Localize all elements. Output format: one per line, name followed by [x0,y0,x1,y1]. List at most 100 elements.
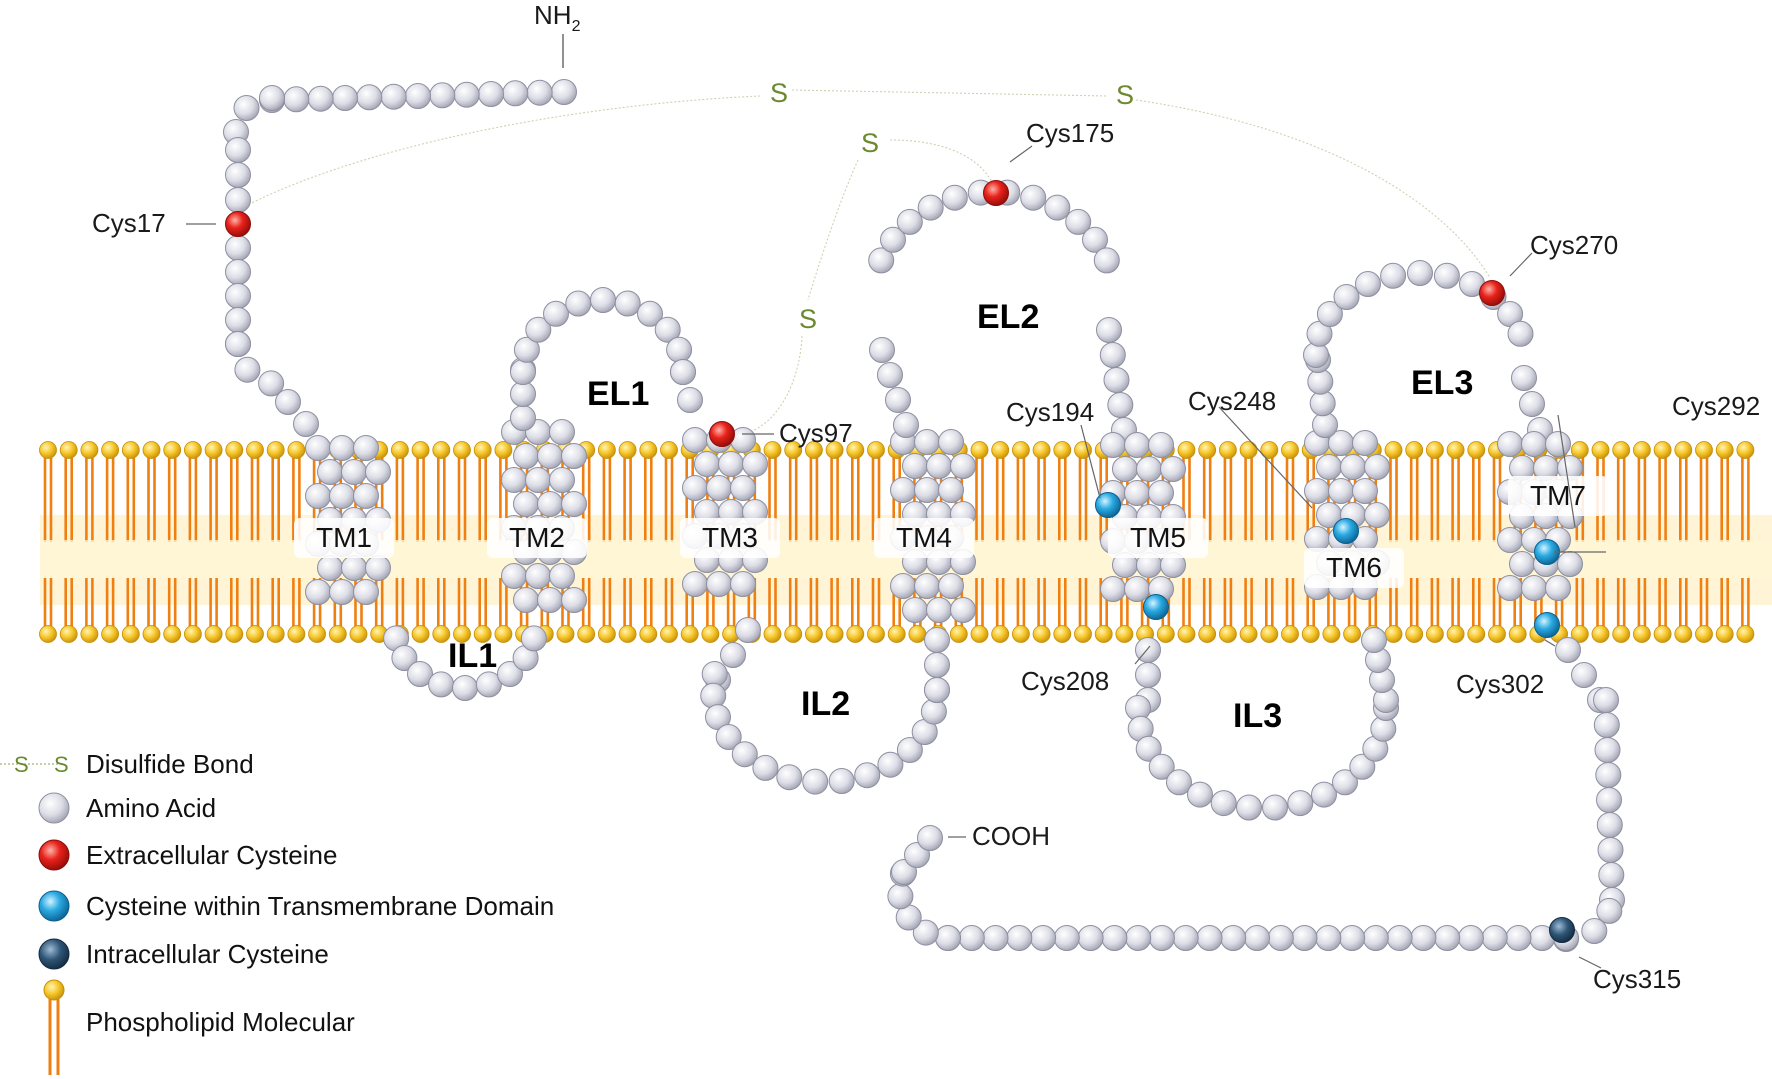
amino-acid [1148,480,1174,506]
amino-acid [353,435,379,461]
tm-label-tm6: TM6 [1304,548,1404,588]
amino-acid [920,698,947,725]
amino-acid [380,83,407,110]
amino-acid [233,95,260,121]
lipid-head [763,625,782,643]
lipid-head [1736,441,1755,459]
lipid-head [1384,625,1403,643]
amino-acid [513,587,539,613]
phospholipid [432,441,451,643]
phospholipid-icon [43,979,65,1001]
amino-acid [1135,735,1162,762]
amino-acid [1112,456,1138,482]
amino-acid [701,661,728,687]
amino-acid [1124,576,1150,602]
lipid-head [1488,625,1506,643]
lipid-head [1384,441,1403,459]
lipid-head [1508,625,1527,643]
tm-label-tm7: TM7 [1508,476,1608,516]
amino-acid [1065,208,1092,235]
amino-acid [537,443,563,469]
cys97-label: Cys97 [779,418,853,448]
phospholipid [183,441,202,643]
amino-acid [341,555,367,581]
amino-acid [706,475,732,501]
legend-label: Cysteine within Transmembrane Domain [86,891,554,921]
phospholipid [494,441,513,643]
phospholipid [80,441,99,643]
lipid-head [1405,441,1424,459]
amino-acid [234,356,261,383]
amino-acid [1304,526,1330,552]
loop-label-il3: IL3 [1233,697,1282,735]
lipid-head [1239,625,1258,643]
amino-acid [1077,925,1104,951]
amino-acid [1196,925,1223,951]
lipid-head [121,441,140,459]
lipid-head [1322,625,1341,643]
lipid-head [225,441,244,459]
amino-acid [614,290,641,317]
amino-acid [1124,432,1150,458]
amino-acid [317,555,343,581]
amino-acid [1557,551,1583,577]
phospholipid [970,441,989,643]
amino-acid [429,82,456,109]
disulfide-s-label: S [1116,80,1134,110]
amino-acid [1099,342,1126,368]
lipid-head [1570,441,1589,459]
amino-acid [1511,365,1537,391]
amino-acid [682,475,708,501]
tm-label-tm2: TM2 [487,518,587,558]
amino-acid [225,259,251,285]
lipid-head [163,441,182,459]
amino-acid [1332,769,1358,796]
amino-acid [1519,391,1545,417]
amino-acid [475,671,502,698]
amino-acid [478,81,504,107]
amino-acid [1352,430,1378,456]
cys315-label: Cys315 [1593,964,1681,994]
phospholipid [1467,441,1486,643]
lipid-head [1343,625,1361,643]
amino-acid [941,184,968,211]
lipid-head [1032,441,1051,459]
amino-acid [1364,454,1390,480]
lipid-head [142,625,161,643]
amino-acid [341,459,367,485]
lipid-head [887,625,906,643]
tm-label-text: TM7 [1530,480,1586,511]
phospholipid [473,441,492,643]
legend-label: Intracellular Cysteine [86,939,329,969]
lipid-head [1633,625,1651,643]
phospholipid [1053,441,1072,643]
amino-acid [526,79,553,106]
amino-acid [828,768,855,794]
amino-acid [877,751,904,778]
amino-acid [902,453,928,479]
legend-label: Disulfide Bond [86,749,254,779]
amino-acid [283,86,310,113]
lipid-head [1715,625,1734,643]
cys17-label: Cys17 [92,208,166,238]
lipid-head [163,625,182,643]
lipid-head [970,441,989,459]
amino-acid [1101,925,1128,951]
lipid-head [846,441,865,459]
phospholipid [246,441,264,643]
amino-acid [1125,925,1152,951]
legend: S S Disulfide Bond Amino Acid Extracellu… [0,749,554,1075]
lipid-head [39,441,57,459]
cys175-label: Cys175 [1026,118,1114,148]
amino-acid [1509,551,1535,577]
amino-acid [902,597,928,623]
amino-acid [275,389,301,415]
amino-acid [1380,262,1407,289]
lipid-head [204,625,223,643]
phospholipid [1384,441,1403,643]
legend-item-disulfide: S S Disulfide Bond [0,749,254,779]
lipid-head [1053,441,1072,459]
amino-acid [938,573,964,599]
amino-acid [666,336,693,363]
amino-acid [513,336,540,363]
